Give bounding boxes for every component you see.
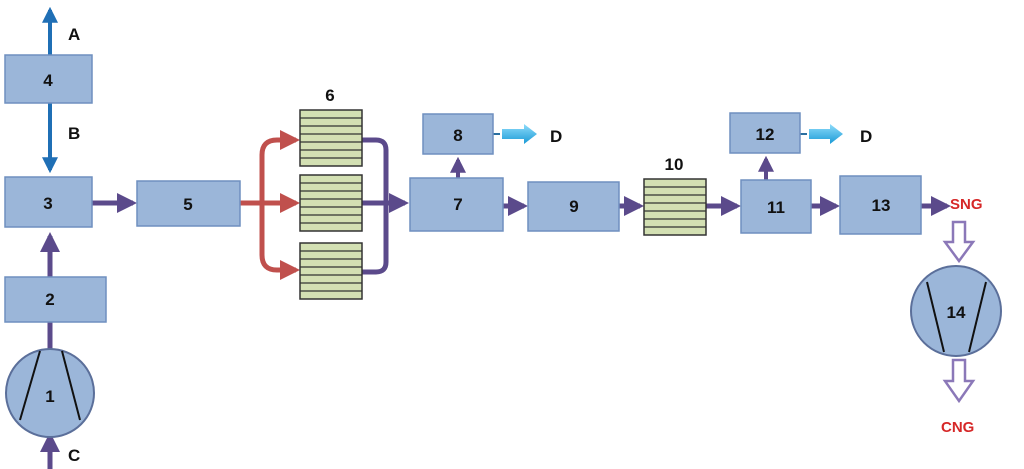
unit-12-box: 12 [729, 112, 801, 154]
exchanger-body [299, 242, 363, 300]
unit-6-exchanger-bottom [299, 242, 363, 300]
exchanger-body [299, 109, 363, 167]
unit-13-box: 13 [839, 175, 922, 235]
unit-14-label: 14 [947, 303, 966, 322]
unit-11-label: 11 [767, 198, 785, 217]
unit-9-box: 9 [527, 181, 620, 232]
stream-label-a: A [68, 25, 80, 44]
cyan-arrow-12-to-d [800, 124, 843, 144]
unit-1-compressor: 1 [5, 348, 95, 438]
unit-7-box: 7 [409, 177, 504, 232]
hollow-arrow-14-to-cng [942, 358, 976, 404]
stream-label-d-top: D [550, 127, 562, 146]
unit-10-label: 10 [665, 155, 684, 174]
unit-6-exchanger-top [299, 109, 363, 167]
unit-8-label: 8 [453, 126, 462, 145]
stream-label-cng: CNG [941, 419, 974, 436]
exchanger-body [299, 174, 363, 232]
unit-2-label: 2 [45, 290, 54, 309]
hollow-arrow-sng-to-14 [942, 220, 976, 264]
stream-label-sng: SNG [950, 196, 983, 213]
unit-11-box: 11 [740, 179, 812, 234]
unit-6-label: 6 [325, 86, 334, 105]
unit-3-box: 3 [4, 176, 93, 228]
unit-12-label: 12 [756, 125, 775, 144]
cyan-arrow-8-to-d [493, 124, 537, 144]
stream-label-b: B [68, 124, 80, 143]
unit-1-label: 1 [45, 387, 54, 406]
unit-2-box: 2 [4, 276, 107, 323]
unit-14-compressor: 14 [910, 265, 1002, 357]
flow-6-to-7-merge [362, 137, 409, 275]
flow-5-to-6-split [240, 130, 300, 280]
unit-3-label: 3 [43, 194, 52, 213]
unit-4-box: 4 [4, 54, 93, 104]
unit-9-label: 9 [569, 197, 578, 216]
stream-label-d-right: D [860, 127, 872, 146]
unit-4-label: 4 [43, 71, 53, 90]
unit-10-exchanger [643, 178, 707, 236]
unit-13-label: 13 [872, 196, 891, 215]
unit-6-exchanger-middle [299, 174, 363, 232]
unit-8-box: 8 [422, 113, 494, 155]
unit-5-box: 5 [136, 180, 241, 227]
stream-label-c: C [68, 446, 80, 465]
unit-5-label: 5 [183, 195, 192, 214]
unit-7-label: 7 [453, 195, 462, 214]
exchanger-body [643, 178, 707, 236]
